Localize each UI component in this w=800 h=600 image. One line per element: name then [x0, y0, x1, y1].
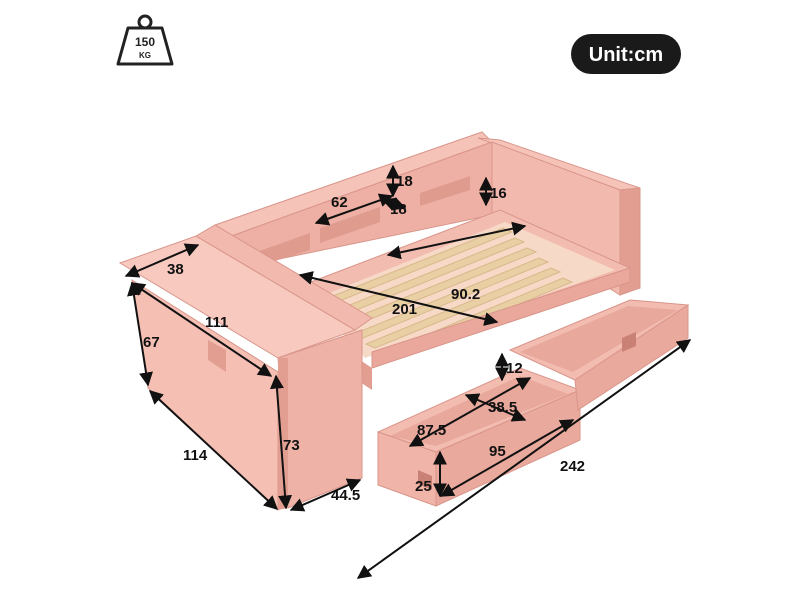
dim-drawer-height: 25 — [415, 478, 432, 495]
unit-badge: Unit:cm — [571, 34, 681, 74]
dimension-labels: 18 18 62 16 38 111 67 114 73 44.5 201 90… — [143, 173, 585, 504]
weight-capacity-icon: 150 KG — [116, 14, 174, 66]
weight-unit: KG — [139, 51, 151, 60]
weight-value: 150 — [135, 35, 155, 49]
dim-shelf-depth: 18 — [390, 201, 407, 218]
dim-desk-leg-height: 67 — [143, 334, 160, 351]
dim-drawer-height-inner: 12 — [506, 360, 523, 377]
dim-mattress-length: 201 — [392, 301, 417, 318]
dim-end-width: 44.5 — [331, 487, 360, 504]
dim-drawer-depth: 38.5 — [488, 399, 517, 416]
dim-shelf-width: 62 — [331, 194, 348, 211]
dim-mattress-width: 90.2 — [451, 286, 480, 303]
dimension-arrows — [124, 164, 692, 579]
dim-bed-height: 73 — [283, 437, 300, 454]
dim-drawer-length-inner: 87.5 — [417, 422, 446, 439]
dim-desk-length: 114 — [183, 447, 208, 464]
dim-desk-depth: 38 — [167, 261, 184, 278]
dim-total-length: 242 — [560, 458, 585, 475]
dim-desk-width: 111 — [205, 314, 228, 331]
dim-drawer-length: 95 — [489, 443, 506, 460]
dim-shelf-height: 18 — [396, 173, 413, 190]
dim-rail-height: 16 — [490, 185, 507, 202]
unit-badge-label: Unit:cm — [589, 44, 663, 66]
